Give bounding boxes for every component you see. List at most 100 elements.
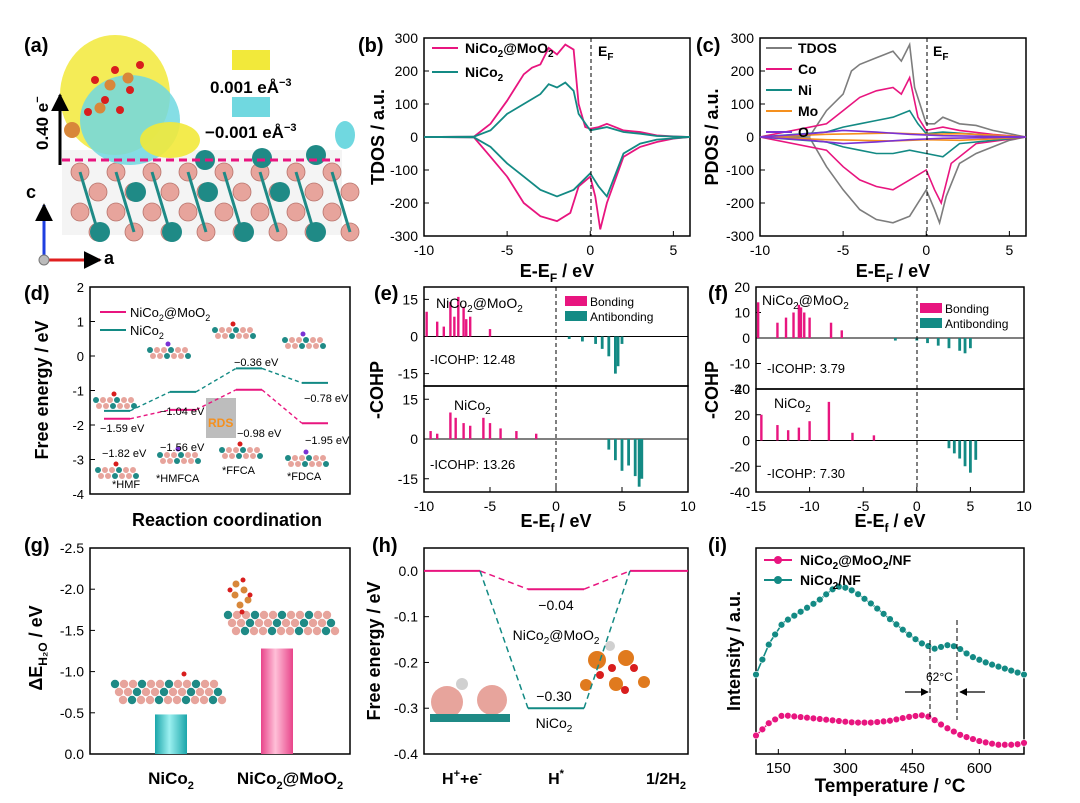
tpd-marker-NiCo2/NF <box>790 611 798 620</box>
thumb-atom <box>247 447 253 453</box>
bonding-bar <box>515 431 518 439</box>
thumb-atom <box>188 458 194 464</box>
slab-atom <box>295 610 305 620</box>
h-y-tick-label: -0.3 <box>394 700 418 716</box>
f-top-y-tick-label: 10 <box>734 305 750 321</box>
mo-atom <box>64 122 80 138</box>
bonding-bar <box>436 433 439 439</box>
slab-atom <box>118 695 128 705</box>
ni-atom <box>198 182 218 202</box>
o-atom-h <box>596 671 604 679</box>
tpd-marker-NiCo2@MoO2/NF <box>930 716 939 724</box>
slab-atom <box>236 618 246 628</box>
bonding-bar <box>786 430 790 441</box>
pdos-line-TDOS-up <box>759 41 1027 138</box>
thumb-atom <box>160 458 166 464</box>
slab-atom <box>209 679 219 689</box>
slab-atom <box>204 687 214 697</box>
panel-g: (g) -2.5-2.0-1.5-1.0-0.50.0 NiCo2 NiCo2@… <box>24 535 351 792</box>
slab-atom <box>277 610 287 620</box>
slab-atom <box>114 687 124 697</box>
slab-atom <box>223 610 233 620</box>
bonding-bar <box>488 423 492 439</box>
energy-label-7: −1.95 eV <box>305 435 350 447</box>
tpd-marker-NiCo2/NF <box>950 642 958 650</box>
thumb-adsorbate <box>165 341 171 347</box>
o-atom <box>111 66 119 74</box>
antibonding-bar <box>893 338 897 341</box>
tpd-marker-NiCo2/NF <box>1020 670 1028 679</box>
thumb-atom <box>185 452 191 458</box>
d-y-tick-label: -4 <box>72 487 84 502</box>
oxygen-atom <box>239 609 245 615</box>
f-x-tick-label: -5 <box>857 498 870 514</box>
o-atom <box>91 76 99 84</box>
antibonding-bar <box>600 336 604 349</box>
ylabel-e: -COHP <box>367 361 387 419</box>
co-atom <box>106 202 126 222</box>
species-label-0: *HMF <box>112 479 140 491</box>
antibonding-bar <box>947 440 951 449</box>
thumb-atom <box>130 467 136 473</box>
thumb-atom <box>250 453 256 459</box>
f-bottom-y-tick-label: -20 <box>730 458 750 474</box>
legend-antibonding-swatch-e <box>565 311 587 321</box>
thumb-atom <box>121 397 127 403</box>
bonding-bar <box>488 329 492 337</box>
bonding-bar <box>803 312 806 338</box>
panel-label-e: (e) <box>374 283 398 305</box>
thumb-atom <box>93 397 99 403</box>
bond <box>186 171 208 233</box>
legend-positive-swatch <box>232 50 270 70</box>
antibonding-bar <box>633 439 637 477</box>
panel-label-i: (i) <box>708 535 727 557</box>
bonding-bar <box>462 423 465 439</box>
bonding-bar <box>827 401 831 441</box>
tpd-marker-NiCo2@MoO2/NF <box>886 717 894 725</box>
thumb-atom <box>282 337 288 343</box>
h-connector-NiCo2@MoO2-b <box>583 570 631 590</box>
d-y-tick-label: -2 <box>72 418 84 433</box>
antibonding-bar <box>607 336 611 357</box>
xcat-h3: 1/2H2 <box>646 771 686 792</box>
f-x-tick-label: -15 <box>746 498 766 514</box>
thumb-atom <box>292 455 298 461</box>
tpd-marker-NiCo2@MoO2/NF <box>924 712 932 721</box>
slab-atom <box>263 618 273 628</box>
co-atom <box>232 182 252 202</box>
pdos-line-O-up <box>759 129 1027 138</box>
g-y-tick-label: 0.0 <box>65 746 85 762</box>
o-atom-h <box>630 664 638 672</box>
co-atom <box>214 202 234 222</box>
i-x-tick-label: 600 <box>967 760 992 777</box>
bottom-title-f: NiCo2 <box>774 395 811 415</box>
species-label-3: *FDCA <box>287 471 322 483</box>
thumb-atom <box>233 327 239 333</box>
antibonding-bar <box>627 439 630 466</box>
thumb-atom <box>182 347 188 353</box>
energy-label-1: −1.82 eV <box>102 448 147 460</box>
h-connector-NiCo2@MoO2-a <box>479 570 529 590</box>
thumb-atom <box>161 347 167 353</box>
legend-label-i0: NiCo2@MoO2/NF <box>800 552 912 572</box>
tpd-marker-NiCo2@MoO2/NF <box>765 719 773 727</box>
mo-atom-h <box>580 679 592 691</box>
bonding-bar <box>453 316 456 337</box>
thumb-atom <box>250 333 256 339</box>
legend-bonding-f: Bonding <box>945 302 989 316</box>
thumb-atom <box>219 327 225 333</box>
slab-atom <box>208 695 218 705</box>
tpd-marker-NiCo2@MoO2/NF <box>816 715 824 723</box>
bonding-bar <box>425 311 428 337</box>
tpd-marker-NiCo2@MoO2/NF <box>918 711 926 720</box>
xlabel-f: E-Ef / eV <box>854 511 925 535</box>
thumb-atom <box>292 343 298 349</box>
slab-atom <box>281 618 291 628</box>
bonding-bar <box>429 431 432 439</box>
e-bottom-y-tick-label: 15 <box>402 391 418 407</box>
bond <box>114 171 136 233</box>
slab-atom <box>254 618 264 628</box>
thumb-atom <box>236 453 242 459</box>
f-x-tick-label: 10 <box>1016 498 1032 514</box>
